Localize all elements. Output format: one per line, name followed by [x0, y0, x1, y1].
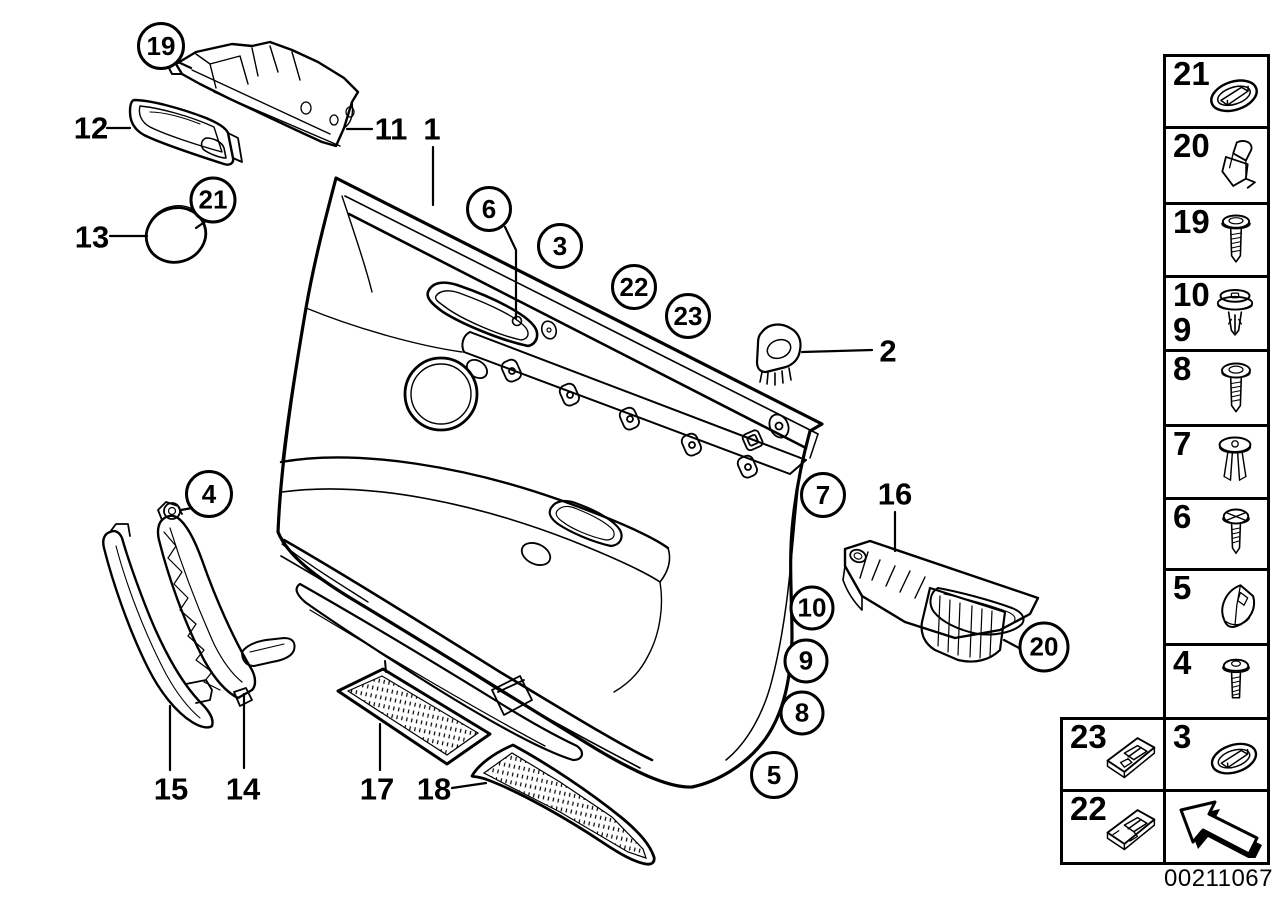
legend-cell-23[interactable]: 23 [1060, 717, 1166, 792]
expansion-rivet-icon [1218, 436, 1252, 481]
speaker-grille-rear-drawing [470, 743, 656, 866]
callout-19[interactable]: 19 [137, 22, 185, 70]
callout-20[interactable]: 20 [1018, 621, 1070, 673]
callout-17[interactable]: 17 [359, 771, 395, 807]
washer-screw-icon [1221, 214, 1251, 263]
callout-13[interactable]: 13 [74, 219, 110, 255]
legend-cell-22[interactable]: 22 [1060, 789, 1166, 865]
legend-number: 22 [1070, 790, 1107, 827]
torx-screw-icon [1222, 658, 1250, 699]
legend-number: 20 [1173, 127, 1210, 164]
legend-cell-5[interactable]: 5 [1163, 568, 1270, 646]
speaker-grille-front-drawing [336, 660, 492, 766]
callout-9[interactable]: 9 [783, 638, 829, 684]
legend-cell-21[interactable]: 21 [1163, 54, 1270, 129]
oval-grommet-icon [1210, 78, 1258, 112]
expanding-rivet-icon [1216, 288, 1254, 336]
legend-number: 19 [1173, 203, 1210, 240]
legend-cell-19[interactable]: 19 [1163, 202, 1270, 278]
callout-14[interactable]: 14 [225, 771, 261, 807]
callout-16[interactable]: 16 [877, 476, 913, 512]
legend-cell-4[interactable]: 4 [1163, 643, 1270, 720]
legend-number: 6 [1173, 498, 1192, 535]
switch-panel-drawing [842, 539, 1040, 640]
legend-cell-7[interactable]: 7 [1163, 424, 1270, 500]
callout-10[interactable]: 10 [789, 585, 835, 631]
callout-6[interactable]: 6 [466, 186, 512, 232]
legend-number: 8 [1173, 350, 1192, 387]
pull-handle-carrier-drawing [156, 501, 296, 707]
wedge-clip-icon [1221, 584, 1255, 628]
tweeter-cover-drawing [755, 323, 802, 386]
phillips-screw-icon [1222, 508, 1250, 555]
legend-cell-10-9[interactable]: 10 9 [1163, 275, 1270, 352]
carrier-rail-drawing [165, 40, 360, 148]
legend-number: 9 [1173, 311, 1192, 349]
callout-1[interactable]: 1 [423, 111, 441, 147]
door-handle-trim-drawing [128, 98, 243, 166]
legend-number: 4 [1173, 644, 1192, 681]
pull-handle-trim-drawing [102, 523, 214, 729]
document-number: 00211067 [1164, 865, 1273, 892]
callout-22[interactable]: 22 [611, 264, 657, 310]
callout-11[interactable]: 11 [374, 111, 408, 147]
mounting-clip-icon [1106, 736, 1156, 778]
callout-2[interactable]: 2 [879, 333, 897, 369]
legend-number: 5 [1173, 569, 1192, 606]
callout-18[interactable]: 18 [416, 771, 452, 807]
washer-screw-icon [1221, 362, 1251, 413]
legend-number: 10 [1173, 276, 1210, 313]
legend-back-arrow-cell[interactable] [1163, 789, 1270, 865]
callout-8[interactable]: 8 [779, 690, 825, 736]
legend-number: 21 [1173, 55, 1210, 92]
legend-number: 23 [1070, 718, 1107, 755]
leader-lines [105, 60, 1021, 790]
legend-cell-6[interactable]: 6 [1163, 497, 1270, 571]
callout-21[interactable]: 21 [189, 176, 237, 224]
sheet-metal-clip-icon [1221, 139, 1256, 189]
back-arrow-icon [1179, 800, 1262, 858]
callout-5[interactable]: 5 [750, 751, 798, 799]
oval-grommet-icon [1210, 742, 1258, 775]
callout-12[interactable]: 12 [73, 110, 109, 146]
legend-number: 7 [1173, 425, 1192, 462]
legend-cell-20[interactable]: 20 [1163, 126, 1270, 205]
callout-4[interactable]: 4 [185, 470, 233, 518]
callout-23[interactable]: 23 [665, 293, 711, 339]
legend-cell-8[interactable]: 8 [1163, 349, 1270, 427]
callout-7[interactable]: 7 [800, 472, 846, 518]
callout-15[interactable]: 15 [153, 771, 189, 807]
legend-cell-3[interactable]: 3 [1163, 717, 1270, 792]
callout-3[interactable]: 3 [537, 223, 583, 269]
switch-bracket-drawing [920, 586, 1007, 663]
mounting-clip-icon [1106, 809, 1156, 851]
legend-number: 3 [1173, 718, 1192, 755]
door-trim-panel-drawing [276, 176, 824, 789]
